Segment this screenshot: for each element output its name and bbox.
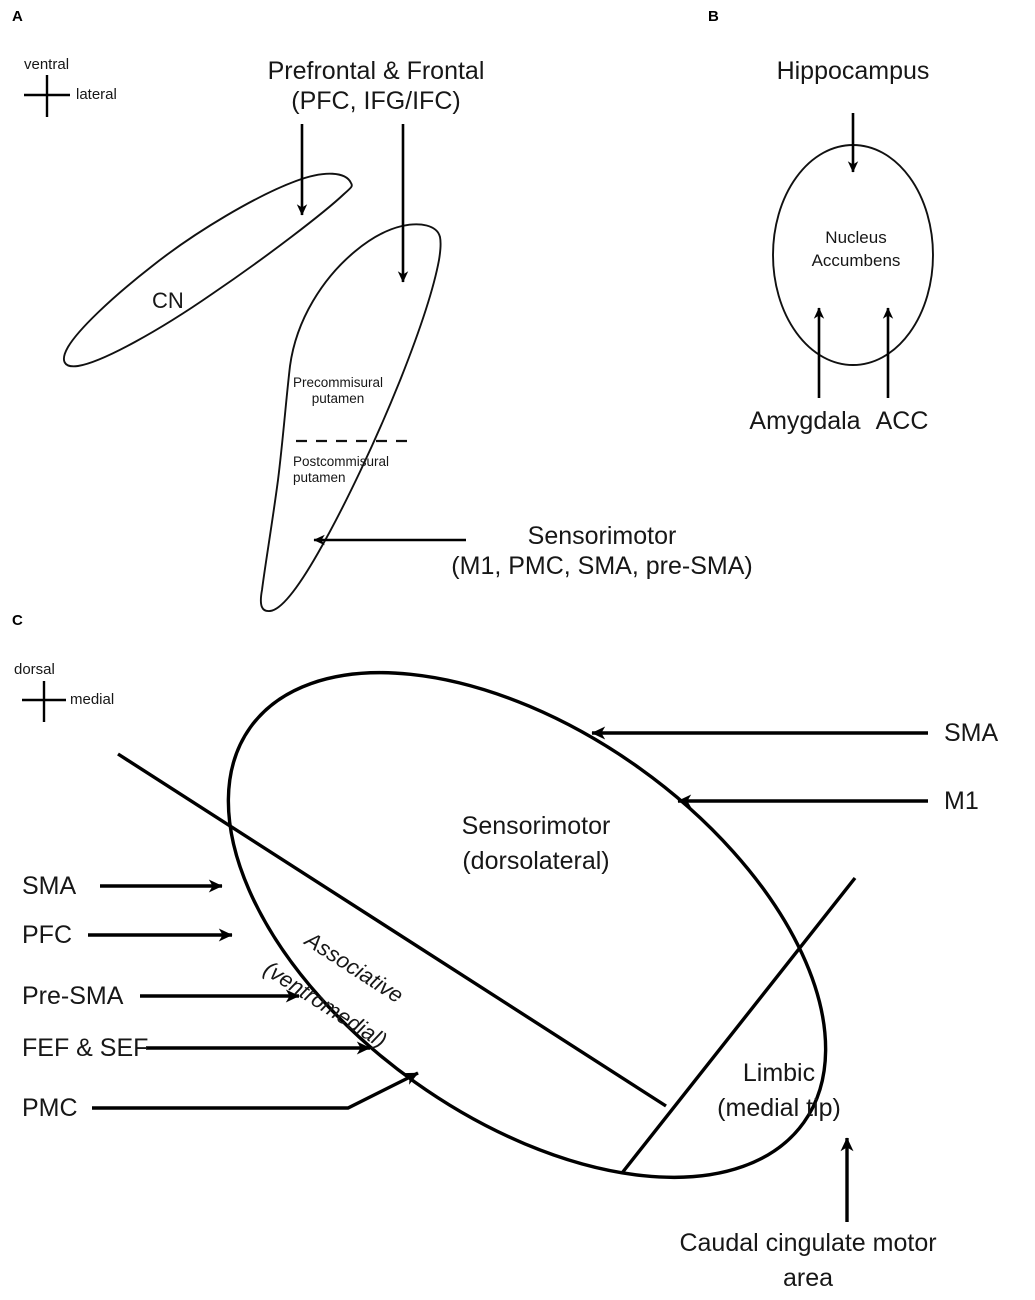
pmc-arrow-left — [92, 1071, 419, 1110]
striatum-outline — [117, 670, 857, 1180]
sidebar-label-m1-right: M1 — [944, 787, 979, 815]
orientation-lateral-label: lateral — [76, 86, 117, 103]
panel-letter-b: B — [708, 8, 720, 25]
orientation-medial-label: medial — [70, 691, 115, 708]
caudal-cingulate-label-line1: Caudal cingulate motor — [679, 1229, 937, 1257]
sensorimotor-input-line1: Sensorimotor — [527, 522, 677, 550]
prefrontal-frontal-input-line1: Prefrontal & Frontal — [267, 57, 485, 85]
orientation-cross-icon-a — [24, 75, 70, 117]
orientation-ventral-label: ventral — [24, 56, 70, 73]
panel-letter-c: C — [12, 612, 24, 629]
sensorimotor-input-line2: (M1, PMC, SMA, pre-SMA) — [451, 552, 753, 580]
sensorimotor-territory-line1: Sensorimotor — [461, 812, 611, 840]
sidebar-label-sma-right: SMA — [944, 719, 999, 747]
orientation-cross-icon-c — [22, 681, 66, 722]
limbic-divider — [620, 876, 857, 1175]
nucleus-accumbens-line2: Accumbens — [811, 251, 901, 270]
limbic-territory-line2: (medial tip) — [717, 1094, 841, 1122]
caudate-nucleus-label: CN — [152, 288, 184, 313]
orientation-dorsal-label: dorsal — [14, 661, 55, 678]
amygdala-input-label: Amygdala — [749, 407, 861, 435]
caudate-nucleus-outline — [63, 172, 353, 368]
prefrontal-frontal-input-line2: (PFC, IFG/IFC) — [291, 87, 461, 115]
sidebar-label-sma-left: SMA — [22, 872, 77, 900]
associative-sensorimotor-divider — [117, 752, 667, 1108]
putamen-outline — [259, 223, 442, 612]
sensorimotor-territory-line2: (dorsolateral) — [462, 847, 610, 875]
precommissural-putamen-label: Precommisural putamen — [292, 375, 384, 407]
caudal-cingulate-label-line2: area — [782, 1264, 834, 1292]
sidebar-label-pfc-left: PFC — [22, 921, 72, 949]
postcommissural-putamen-label: Postcommisural putamen — [293, 454, 390, 486]
sidebar-label-pre-sma-left: Pre-SMA — [22, 982, 124, 1010]
acc-input-label: ACC — [875, 407, 929, 435]
sidebar-label-pmc-left: PMC — [22, 1094, 78, 1122]
panel-letter-a: A — [12, 8, 24, 25]
sidebar-label-fef-sef-left: FEF & SEF — [22, 1034, 149, 1062]
nucleus-accumbens-line1: Nucleus — [825, 228, 887, 247]
limbic-territory-line1: Limbic — [742, 1059, 816, 1087]
hippocampus-input-label: Hippocampus — [776, 57, 930, 85]
